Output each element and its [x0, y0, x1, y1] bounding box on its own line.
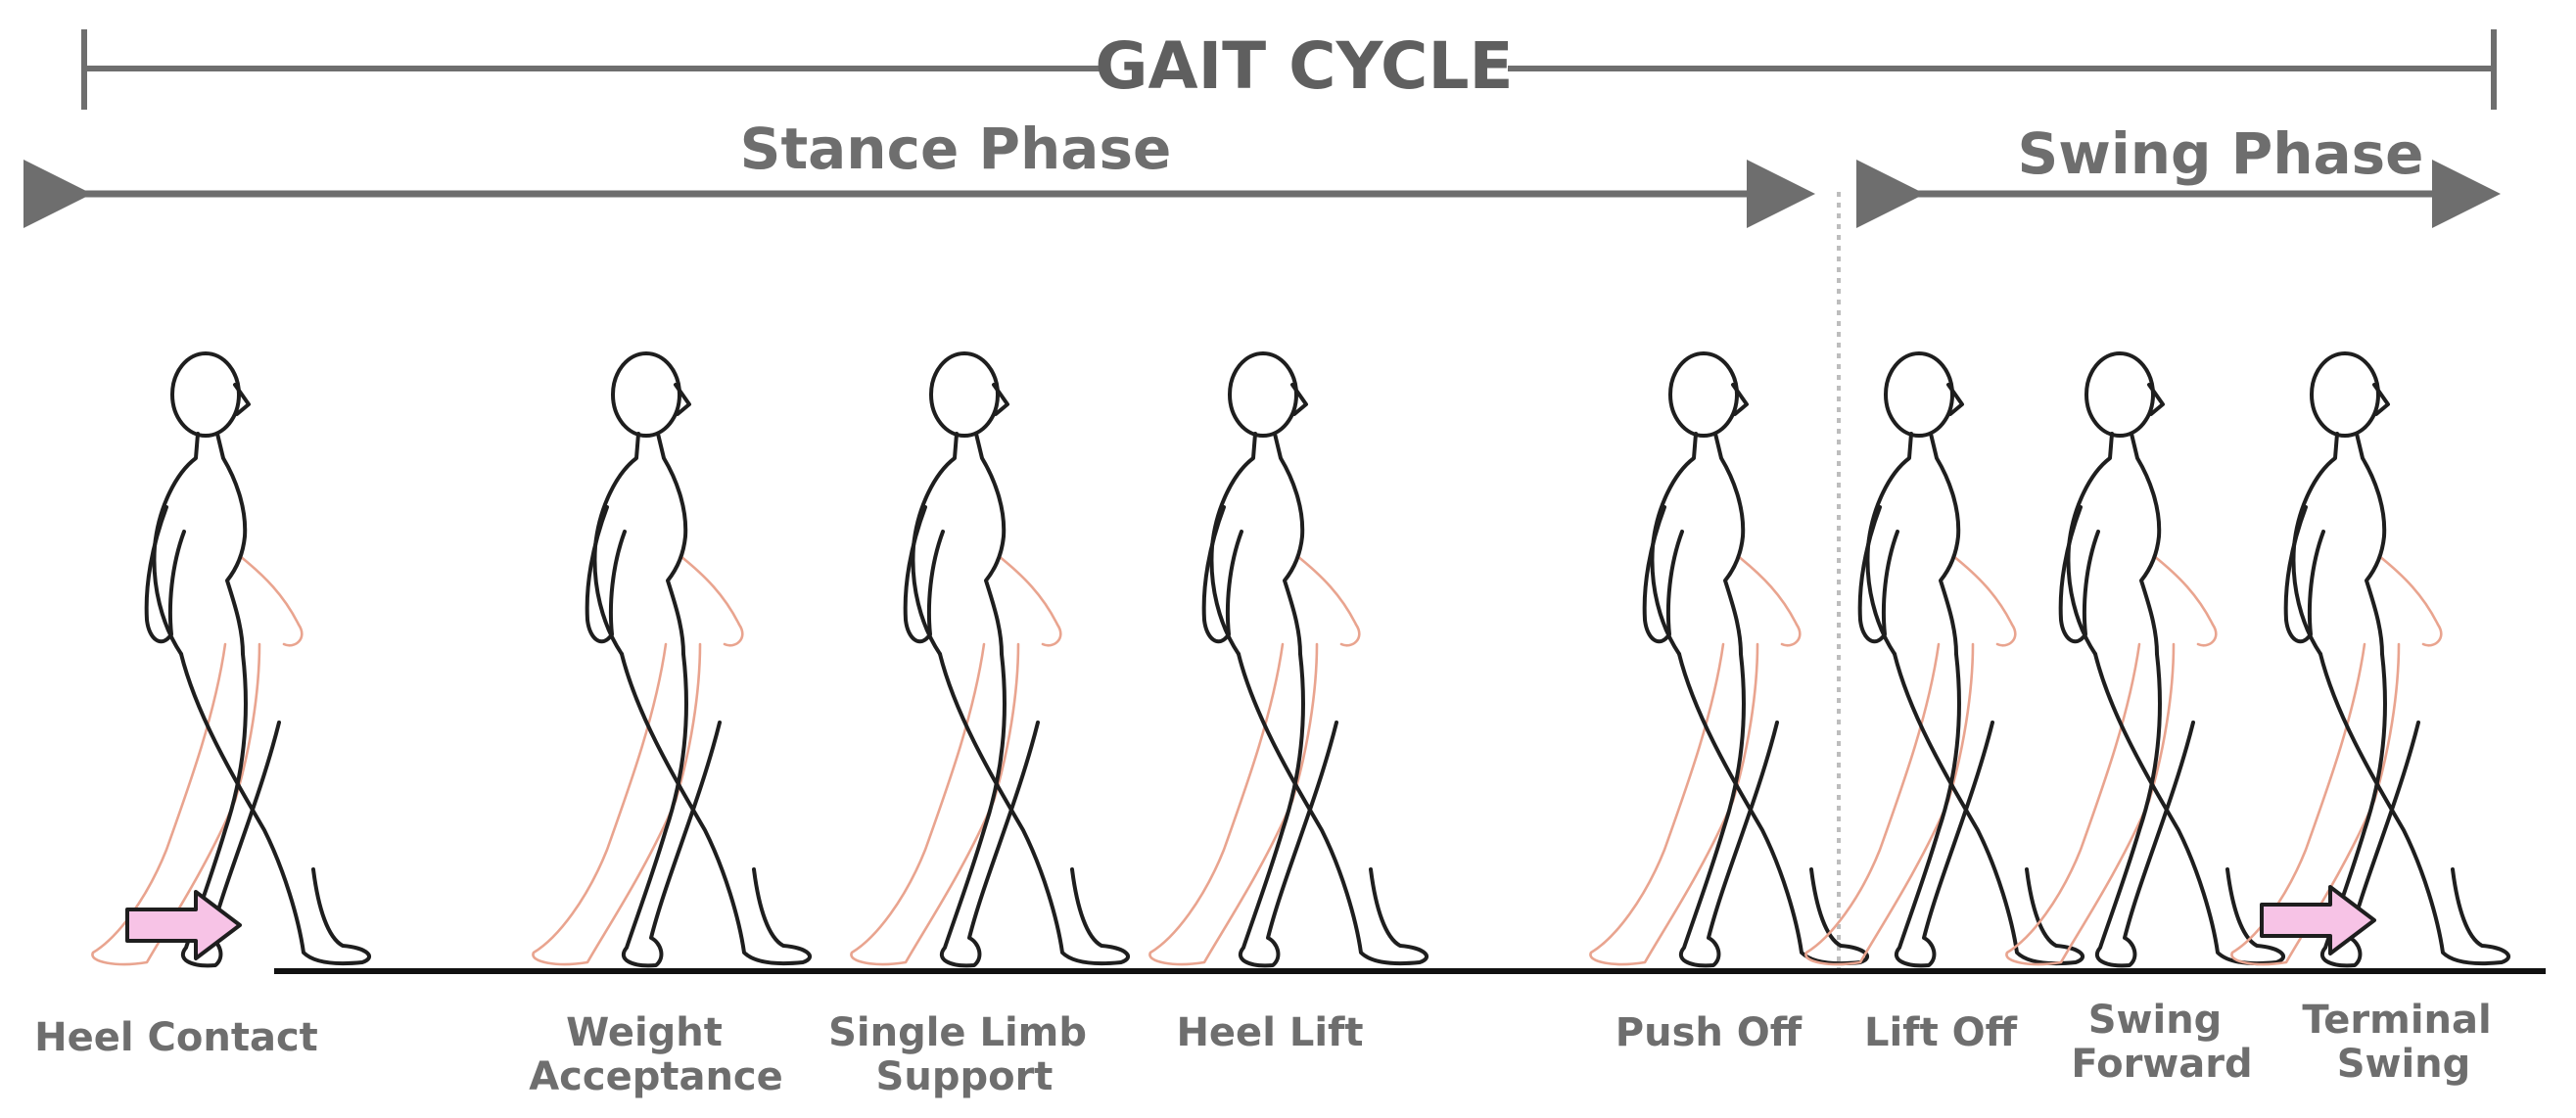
figures [90, 351, 2511, 968]
swing-phase-arrow: Swing Phase [1856, 120, 2501, 228]
figure-heel-lift [1147, 351, 1429, 968]
label-weight-acceptance: Weight Acceptance [529, 1010, 783, 1099]
swing-phase-label: Swing Phase [2017, 120, 2423, 187]
label-single-limb-support: Single Limb Support [828, 1010, 1101, 1099]
figure-lift-off [1803, 351, 2085, 968]
stance-phase-arrow: Stance Phase [23, 116, 1815, 228]
label-swing-forward: Swing Forward [2071, 998, 2252, 1087]
figure-push-off [1588, 351, 1870, 968]
label-push-off: Push Off [1616, 1010, 1803, 1055]
figure-heel-contact [90, 351, 372, 968]
label-lift-off: Lift Off [1864, 1010, 2018, 1055]
figure-terminal-swing [2229, 351, 2511, 968]
figure-single-limb-support [849, 351, 1131, 968]
label-heel-lift: Heel Lift [1176, 1010, 1363, 1055]
figure-weight-acceptance [531, 351, 813, 968]
figure-swing-forward [2004, 351, 2286, 968]
stance-phase-label: Stance Phase [740, 116, 1172, 182]
phase-labels: Heel Contact Weight Acceptance Single Li… [34, 998, 2505, 1099]
gait-cycle-bracket: GAIT CYCLE [81, 28, 2497, 110]
label-heel-contact: Heel Contact [34, 1015, 318, 1060]
gait-cycle-title: GAIT CYCLE [1095, 28, 1513, 104]
label-terminal-swing: Terminal Swing [2302, 998, 2505, 1087]
